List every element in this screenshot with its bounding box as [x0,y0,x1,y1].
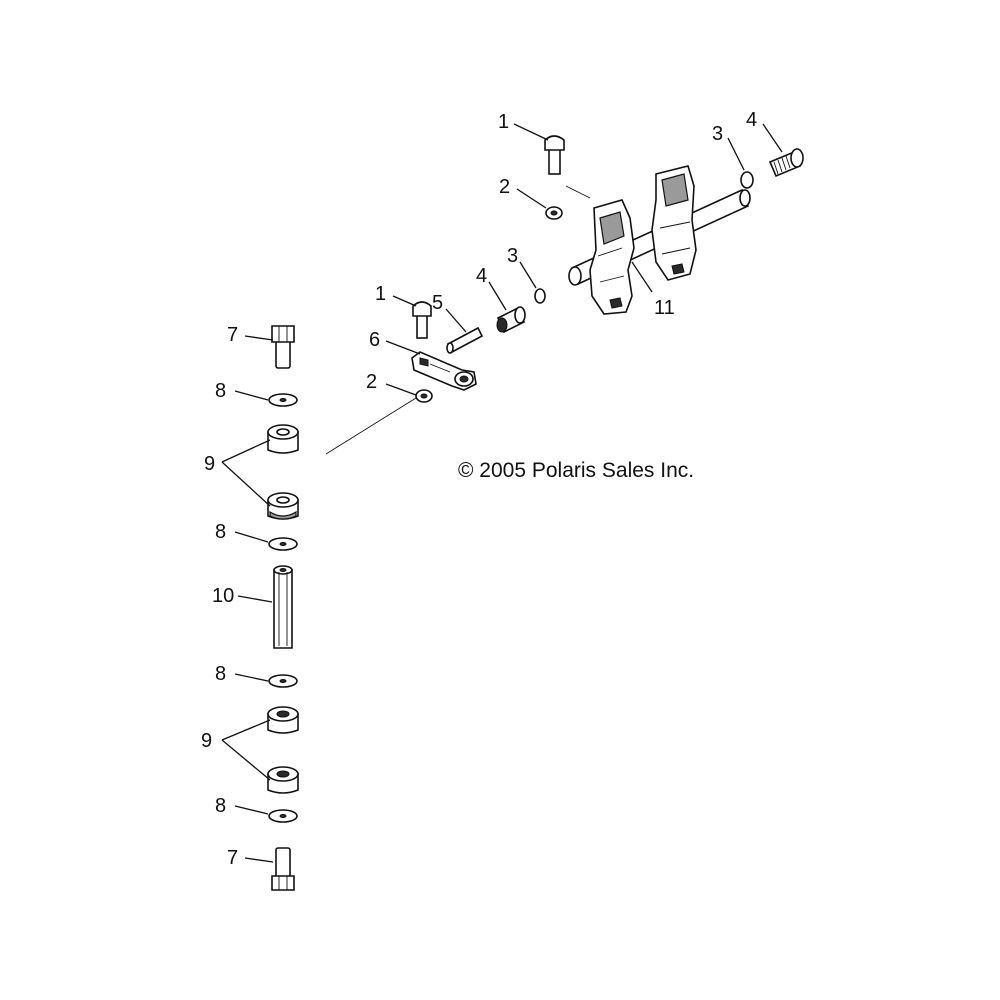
leader-lines [221,123,783,863]
arm-part-6 [411,351,477,391]
bolt-part-7-top [271,325,295,369]
callout-8-b: 8 [215,521,226,543]
o-ring-part-3-right [740,171,754,189]
callout-9-upper: 9 [204,453,215,475]
callout-labels: 1 2 3 4 3 4 1 5 6 2 11 7 8 9 8 10 8 9 8 … [201,109,757,869]
washer-part-8-a [268,393,298,407]
callout-1-top: 1 [498,111,509,133]
callout-8-d: 8 [215,795,226,817]
callout-7-top: 7 [227,324,238,346]
callout-2-top: 2 [499,176,510,198]
bushing-part-9-d [267,766,299,794]
bolt-part-7-bottom [271,847,295,891]
callout-8-c: 8 [215,663,226,685]
washer-part-8-d [268,809,298,823]
bolt-part-1-middle [412,301,432,339]
o-ring-part-3-left [534,288,546,304]
callout-11: 11 [654,297,675,319]
callout-3-right: 3 [712,123,723,145]
callout-6: 6 [369,329,380,351]
callout-9-lower: 9 [201,730,212,752]
callout-1-middle: 1 [375,283,386,305]
callout-2-lower: 2 [366,371,377,393]
pivot-shaft-assembly [568,165,751,315]
washer-part-8-c [268,674,298,688]
washer-part-8-b [268,537,298,551]
bushing-part-4-right [768,148,804,178]
bushing-part-4-left [496,306,526,334]
bushing-part-9-c [267,706,299,734]
alignment-line-top [565,185,591,199]
callout-3-left: 3 [507,245,518,267]
alignment-line-lower [325,397,417,455]
callout-10: 10 [212,585,234,607]
bolt-part-1-top [544,135,565,175]
callout-7-bottom: 7 [227,847,238,869]
rod-part-10 [273,565,293,649]
pin-part-5 [446,326,484,354]
nut-part-2-lower [415,389,433,403]
callout-5: 5 [432,292,443,314]
callout-8-a: 8 [215,380,226,402]
callout-4-right: 4 [746,109,757,131]
bushing-part-9-a [267,424,299,454]
callout-4-left: 4 [476,265,487,287]
bushing-part-9-b [267,492,299,520]
copyright-notice: © 2005 Polaris Sales Inc. [458,459,694,482]
nut-part-2-top [545,206,563,220]
